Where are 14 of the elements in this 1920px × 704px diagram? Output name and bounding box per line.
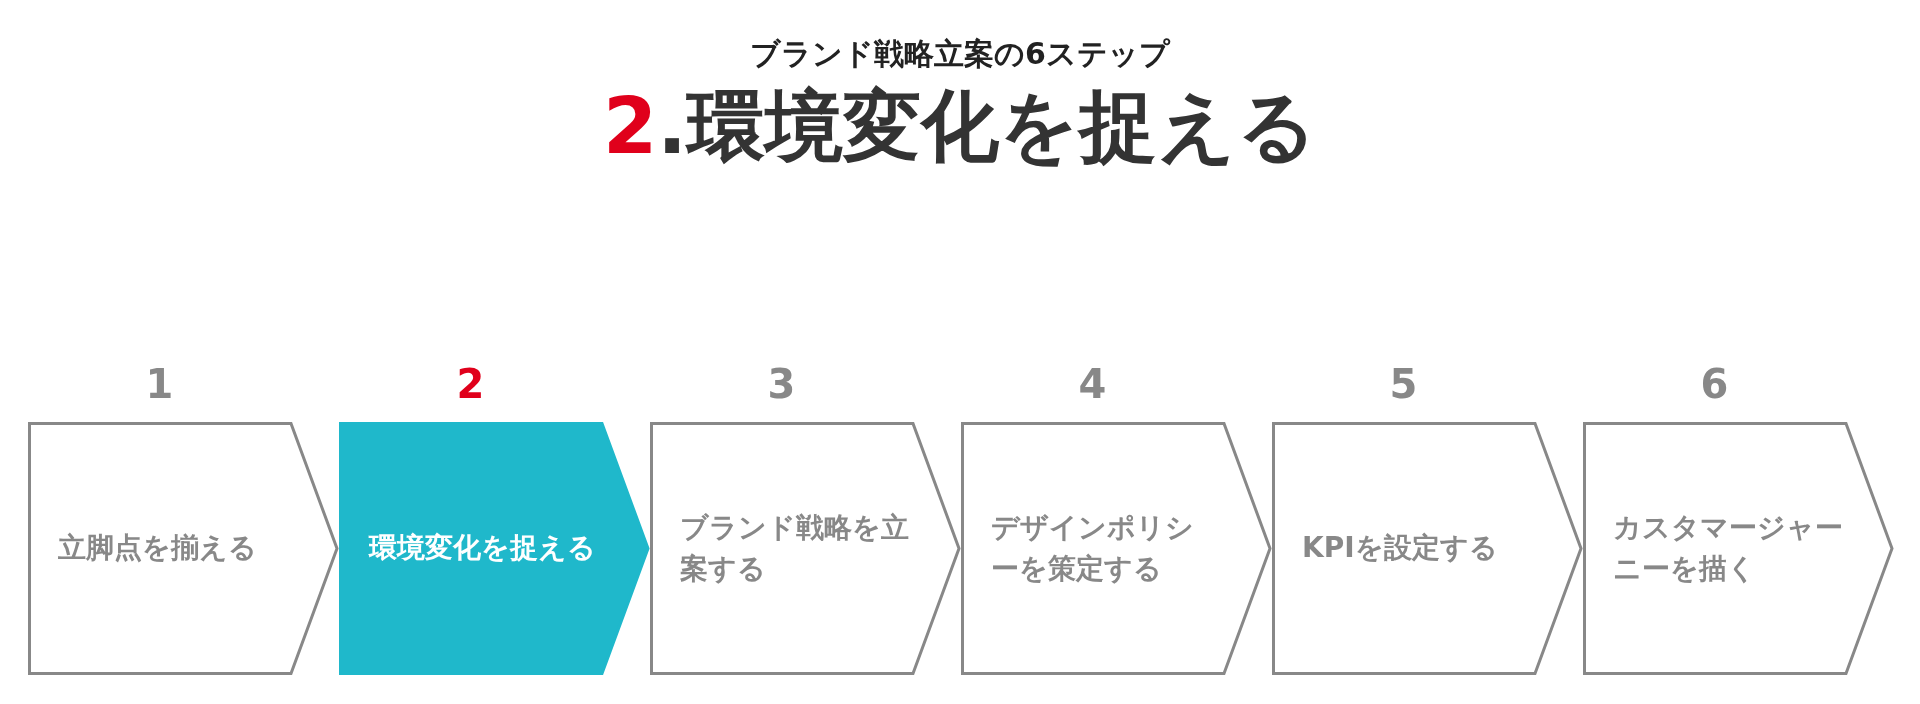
step-number: 6 (1699, 360, 1730, 408)
step-label: ブランド戦略を立案する (680, 509, 910, 587)
step-label: 立脚点を揃える (58, 530, 257, 567)
step-label: KPIを設定する (1302, 530, 1498, 567)
title: 2.環境変化を捉える (602, 80, 1318, 173)
step-number: 1 (144, 360, 175, 408)
step-label: カスタマージャーニーを描く (1613, 509, 1843, 587)
step-number: 4 (1077, 360, 1108, 408)
subtitle: ブランド戦略立案の6ステップ (749, 35, 1172, 73)
step-label: 環境変化を捉える (369, 530, 596, 567)
step-number: 2 (455, 360, 486, 408)
step-number: 3 (766, 360, 797, 408)
step-label: デザインポリシーを策定する (991, 509, 1195, 587)
step-number: 5 (1388, 360, 1419, 408)
